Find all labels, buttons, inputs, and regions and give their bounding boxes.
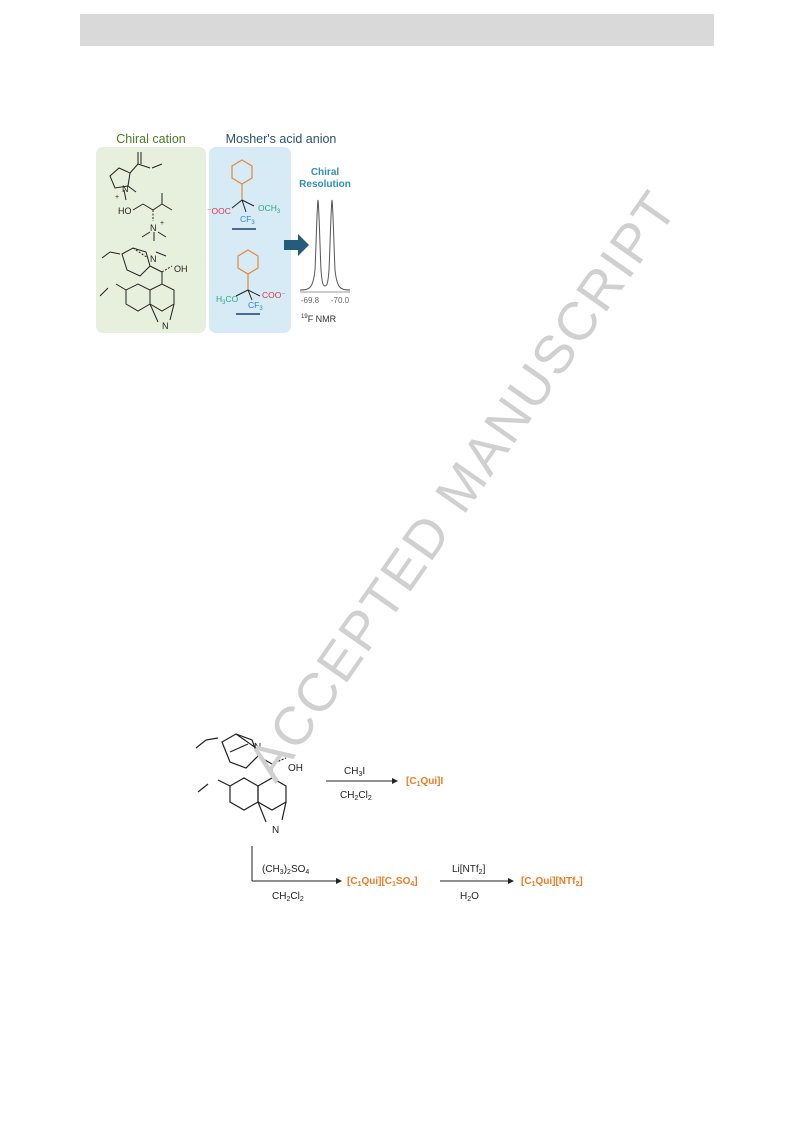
- anion-2-carboxylate: COO⁻: [262, 290, 286, 300]
- nmr-label: 19F NMR: [301, 314, 337, 324]
- solvent-2: CH2Cl2: [272, 891, 304, 903]
- anion-1-cf3: CF3: [240, 214, 255, 226]
- solvent-3: H2O: [460, 891, 479, 903]
- product-3: [C1Qui][NTf2]: [521, 876, 583, 888]
- valinol-structure: [132, 193, 173, 241]
- cation-n-plus-1: N: [122, 184, 129, 194]
- anion-1-carboxylate: ⁻OOC: [207, 206, 231, 216]
- anion-1-phenyl: [231, 159, 253, 200]
- quininium-structure: [99, 247, 175, 323]
- anion-1-methoxy: OCH3: [258, 203, 281, 215]
- anion-2-phenyl: [237, 249, 259, 290]
- reagent-3: Li[NTf2]: [452, 864, 486, 876]
- anion-2-cf3: CF3: [248, 300, 263, 312]
- anion-2-bonds: [235, 289, 261, 301]
- cation-title: Chiral cation: [116, 132, 186, 146]
- solvent-1: CH2Cl2: [340, 790, 372, 802]
- cation-plus-1: +: [115, 194, 119, 201]
- product-2: [C1Qui][C1SO4]: [347, 876, 418, 888]
- cation-n-quin: N: [162, 321, 169, 331]
- scheme-n-quin: N: [272, 825, 279, 836]
- scheme-oh: OH: [288, 763, 303, 774]
- scheme-quinine-structure: [195, 733, 287, 823]
- nmr-tick-1: -69.8: [301, 296, 320, 305]
- arrow-2-head: [336, 878, 342, 884]
- anion-title: Mosher's acid anion: [226, 132, 337, 146]
- cation-oh: OH: [174, 264, 188, 274]
- scheme-n-bridge: N: [254, 742, 261, 753]
- reagent-1: CH3I: [344, 766, 365, 778]
- cation-ho: HO: [118, 206, 132, 216]
- resolution-arrow: [284, 234, 309, 256]
- cation-n-plus-3: N: [150, 254, 157, 264]
- cation-plus-2: +: [160, 220, 164, 227]
- cation-panel: [96, 147, 206, 333]
- nmr-tick-2: -70.0: [331, 296, 350, 305]
- arrow-3-head: [508, 878, 514, 884]
- anion-1-bonds: [231, 199, 255, 213]
- reagent-2: (CH3)2SO4: [262, 864, 309, 876]
- arrow-1-head: [392, 778, 398, 784]
- nmr-spectrum: [299, 199, 351, 291]
- cation-n-plus-2: N: [150, 223, 157, 233]
- product-1: [C1Qui]I: [406, 776, 443, 788]
- anion-panel: [209, 147, 291, 333]
- prolinium-structure: [109, 152, 163, 201]
- resolution-label-1: Chiral: [311, 167, 340, 178]
- anion-2-methoxy: H3CO: [216, 294, 239, 306]
- header-bar: [80, 14, 714, 46]
- resolution-label-2: Resolution: [299, 179, 351, 190]
